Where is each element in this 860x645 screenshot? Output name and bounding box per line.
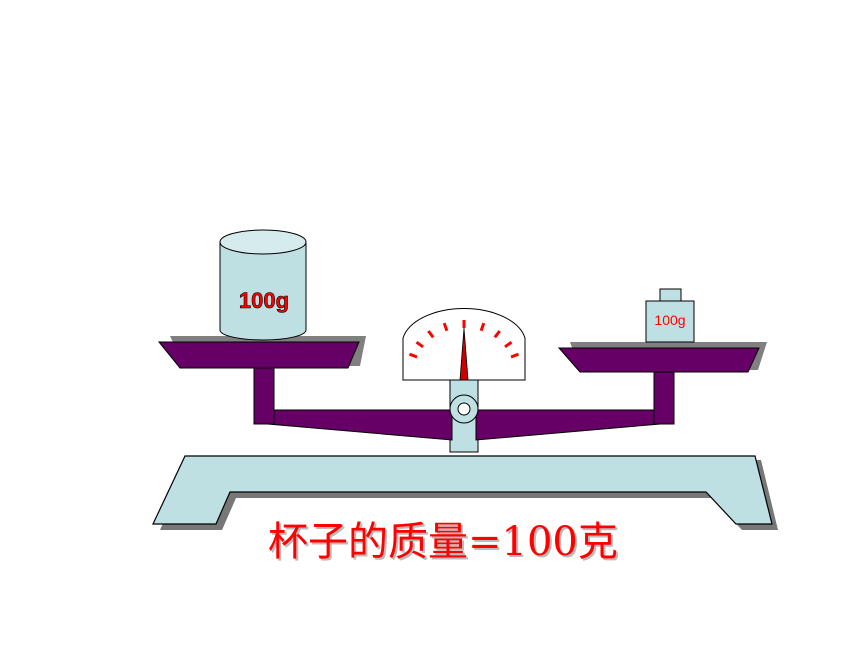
weight-body	[645, 300, 695, 343]
pivot-pin	[457, 402, 471, 416]
dial-tick	[493, 330, 501, 339]
dial-tick	[427, 330, 435, 339]
right-pan	[557, 342, 767, 373]
weight-label: 100g	[654, 312, 685, 328]
cup: 100g	[219, 229, 307, 341]
weight-knob	[659, 288, 682, 302]
weight-block: 100g	[645, 288, 695, 343]
left-pan-post	[253, 363, 275, 425]
right-pan-post	[653, 367, 675, 425]
scale-beam	[253, 363, 675, 441]
scale-base	[152, 455, 778, 530]
dial-ticks	[408, 320, 520, 359]
left-pan	[157, 336, 366, 369]
dial-tick	[415, 340, 424, 349]
cup-weight-label: 100g	[239, 288, 289, 313]
dial-tick	[479, 322, 486, 332]
dial-tick	[510, 352, 520, 359]
caption-text: 杯子的质量=100克	[268, 519, 618, 565]
scale-dial	[402, 307, 526, 381]
dial-tick	[442, 322, 449, 332]
dial-tick	[408, 352, 418, 359]
dial-tick	[504, 340, 513, 349]
dial-needle	[459, 327, 469, 381]
